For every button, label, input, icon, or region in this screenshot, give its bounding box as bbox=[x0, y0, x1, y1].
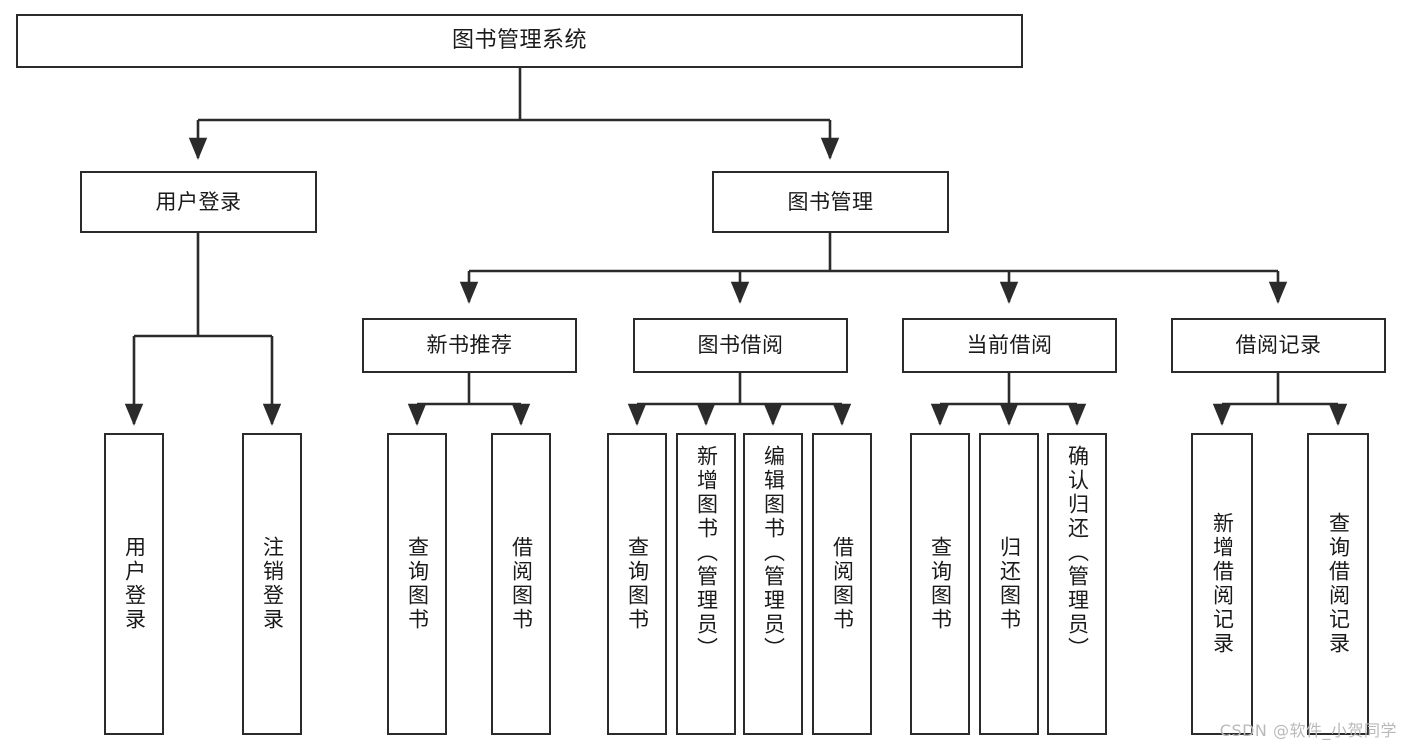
leaf-logout[interactable]: 注销登录 bbox=[242, 433, 302, 735]
node-label: 借阅图书 bbox=[830, 536, 855, 632]
node-label: 注销登录 bbox=[260, 536, 285, 632]
node-label: 用户登录 bbox=[122, 536, 147, 632]
leaf-add-borrow-record[interactable]: 新增借阅记录 bbox=[1191, 433, 1253, 735]
node-borrow-record[interactable]: 借阅记录 bbox=[1171, 318, 1386, 373]
node-label: 查询图书 bbox=[625, 536, 650, 632]
node-book-borrow[interactable]: 图书借阅 bbox=[633, 318, 848, 373]
node-current-borrow[interactable]: 当前借阅 bbox=[902, 318, 1117, 373]
leaf-edit-book-admin[interactable]: 编辑图书（管理员） bbox=[743, 433, 803, 735]
leaf-query-book-current[interactable]: 查询图书 bbox=[910, 433, 970, 735]
node-label: 当前借阅 bbox=[966, 333, 1053, 358]
node-label: 新书推荐 bbox=[426, 333, 513, 358]
node-book-management[interactable]: 图书管理 bbox=[712, 171, 949, 233]
leaf-add-book-admin[interactable]: 新增图书（管理员） bbox=[676, 433, 736, 735]
node-label: 新增借阅记录 bbox=[1210, 512, 1235, 656]
leaf-borrow-book-recommend[interactable]: 借阅图书 bbox=[491, 433, 551, 735]
node-label: 编辑图书（管理员） bbox=[761, 445, 786, 661]
node-label: 确认归还（管理员） bbox=[1065, 445, 1090, 661]
node-label: 借阅图书 bbox=[509, 536, 534, 632]
node-label: 用户登录 bbox=[155, 189, 242, 214]
leaf-query-book-recommend[interactable]: 查询图书 bbox=[387, 433, 447, 735]
node-label: 借阅记录 bbox=[1235, 333, 1322, 358]
leaf-user-login[interactable]: 用户登录 bbox=[104, 433, 164, 735]
node-label: 归还图书 bbox=[997, 536, 1022, 632]
leaf-return-book[interactable]: 归还图书 bbox=[979, 433, 1039, 735]
node-label: 查询图书 bbox=[405, 536, 430, 632]
node-user-login[interactable]: 用户登录 bbox=[80, 171, 317, 233]
node-root-system[interactable]: 图书管理系统 bbox=[16, 14, 1023, 68]
node-label: 查询借阅记录 bbox=[1326, 512, 1351, 656]
leaf-borrow-book[interactable]: 借阅图书 bbox=[812, 433, 872, 735]
leaf-query-book-borrow[interactable]: 查询图书 bbox=[607, 433, 667, 735]
node-label: 图书管理系统 bbox=[451, 28, 587, 54]
node-label: 图书借阅 bbox=[697, 333, 784, 358]
node-label: 查询图书 bbox=[928, 536, 953, 632]
csdn-watermark: CSDN @软件_小贺同学 bbox=[1219, 721, 1397, 740]
leaf-query-borrow-record[interactable]: 查询借阅记录 bbox=[1307, 433, 1369, 735]
leaf-confirm-return-admin[interactable]: 确认归还（管理员） bbox=[1047, 433, 1107, 735]
node-new-book-recommend[interactable]: 新书推荐 bbox=[362, 318, 577, 373]
node-label: 新增图书（管理员） bbox=[694, 445, 719, 661]
node-label: 图书管理 bbox=[787, 189, 874, 214]
